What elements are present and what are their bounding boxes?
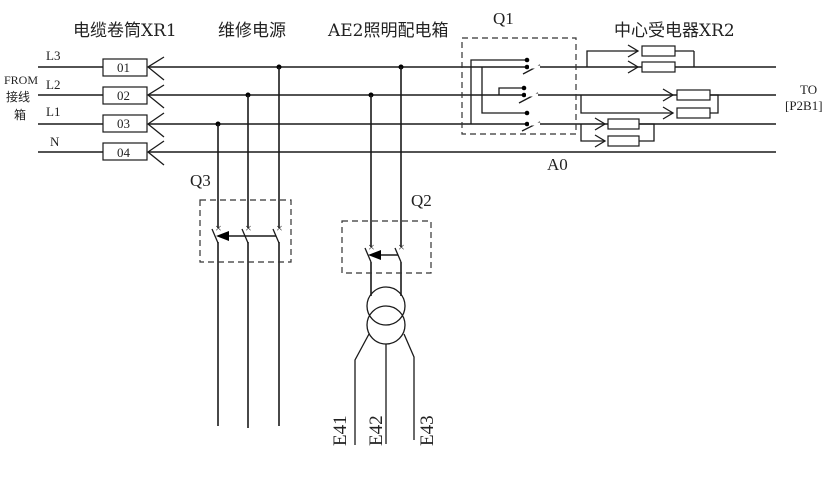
junction-box-label-1: 接线 bbox=[6, 89, 30, 104]
terminal-01: 01 bbox=[102, 58, 148, 77]
terminal-04: 04 bbox=[102, 142, 148, 161]
maintenance-taps bbox=[215, 64, 282, 428]
transformer-icon bbox=[354, 286, 415, 445]
collector-l2 bbox=[580, 88, 719, 120]
q1-label: Q1 bbox=[493, 9, 514, 28]
output-label-e41: E41 bbox=[330, 415, 351, 446]
destination-ref: [P2B1] bbox=[785, 98, 823, 113]
svg-text:02: 02 bbox=[117, 88, 130, 103]
svg-text:×: × bbox=[398, 240, 405, 254]
svg-text:×: × bbox=[215, 221, 222, 235]
from-label: FROM bbox=[4, 73, 38, 87]
title-cable-reel-xr1: 电缆卷筒XR1 bbox=[73, 21, 177, 41]
collector-l3 bbox=[586, 44, 695, 74]
svg-text:×: × bbox=[245, 221, 252, 235]
svg-text:04: 04 bbox=[117, 145, 131, 160]
svg-text:01: 01 bbox=[117, 60, 130, 75]
switch-actuator-arrow-icon bbox=[216, 231, 229, 241]
output-label-e42: E42 bbox=[366, 415, 387, 446]
input-wires bbox=[38, 66, 103, 153]
svg-text:03: 03 bbox=[117, 116, 130, 131]
lighting-taps bbox=[368, 64, 404, 296]
switch-q2: × × bbox=[341, 220, 432, 274]
plug-connector-icons bbox=[146, 56, 165, 166]
a0-label: A0 bbox=[547, 155, 568, 174]
junction-box-label-2: 箱 bbox=[14, 107, 26, 122]
title-ae2-lighting-box: AE2照明配电箱 bbox=[327, 21, 449, 41]
terminal-03: 03 bbox=[102, 114, 148, 133]
switch-q1 bbox=[461, 37, 577, 135]
terminal-02: 02 bbox=[102, 86, 148, 105]
phase-label-l2: L2 bbox=[46, 77, 60, 92]
title-maintenance-power: 维修电源 bbox=[218, 21, 286, 41]
title-central-receiver-xr2: 中心受电器XR2 bbox=[614, 21, 735, 41]
output-label-e43: E43 bbox=[417, 415, 438, 446]
phase-label-n: N bbox=[50, 134, 60, 149]
switch-actuator-arrow-icon bbox=[368, 250, 381, 260]
switch-q3: × × × bbox=[199, 199, 292, 263]
q3-label: Q3 bbox=[190, 171, 211, 190]
svg-text:×: × bbox=[368, 240, 375, 254]
q2-label: Q2 bbox=[411, 191, 432, 210]
to-label: TO bbox=[800, 82, 817, 97]
svg-text:×: × bbox=[276, 221, 283, 235]
phase-label-l1: L1 bbox=[46, 104, 60, 119]
collector-l1 bbox=[580, 117, 655, 148]
phase-label-l3: L3 bbox=[46, 48, 60, 63]
